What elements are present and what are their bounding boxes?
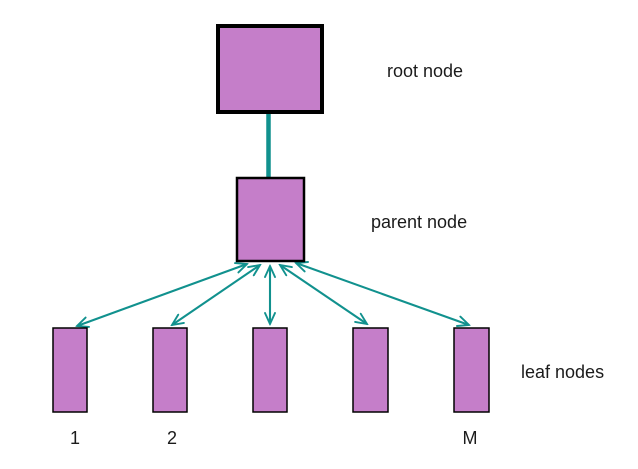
bidirectional-arrow-5 — [296, 263, 469, 325]
leaf-nodes-label: leaf nodes — [521, 362, 605, 382]
parent-node-label: parent node — [371, 212, 468, 232]
root-node — [216, 24, 324, 114]
bidirectional-arrow-2 — [172, 265, 260, 325]
leaf-node-3 — [252, 327, 288, 413]
parent-node — [235, 176, 306, 263]
leaf-node-4 — [352, 327, 389, 413]
bidirectional-arrow-1 — [77, 264, 247, 326]
leaf-node-2 — [152, 327, 188, 413]
leaf-node-5 — [453, 327, 490, 413]
leaf-node-1 — [52, 327, 88, 413]
leaf-number-label-3: M — [462, 428, 478, 448]
root-node-label: root node — [387, 61, 464, 81]
nodes-layer — [52, 24, 490, 413]
leaf-number-label-1: 1 — [69, 428, 81, 448]
edges-layer — [77, 112, 469, 326]
leaf-number-label-2: 2 — [166, 428, 178, 448]
